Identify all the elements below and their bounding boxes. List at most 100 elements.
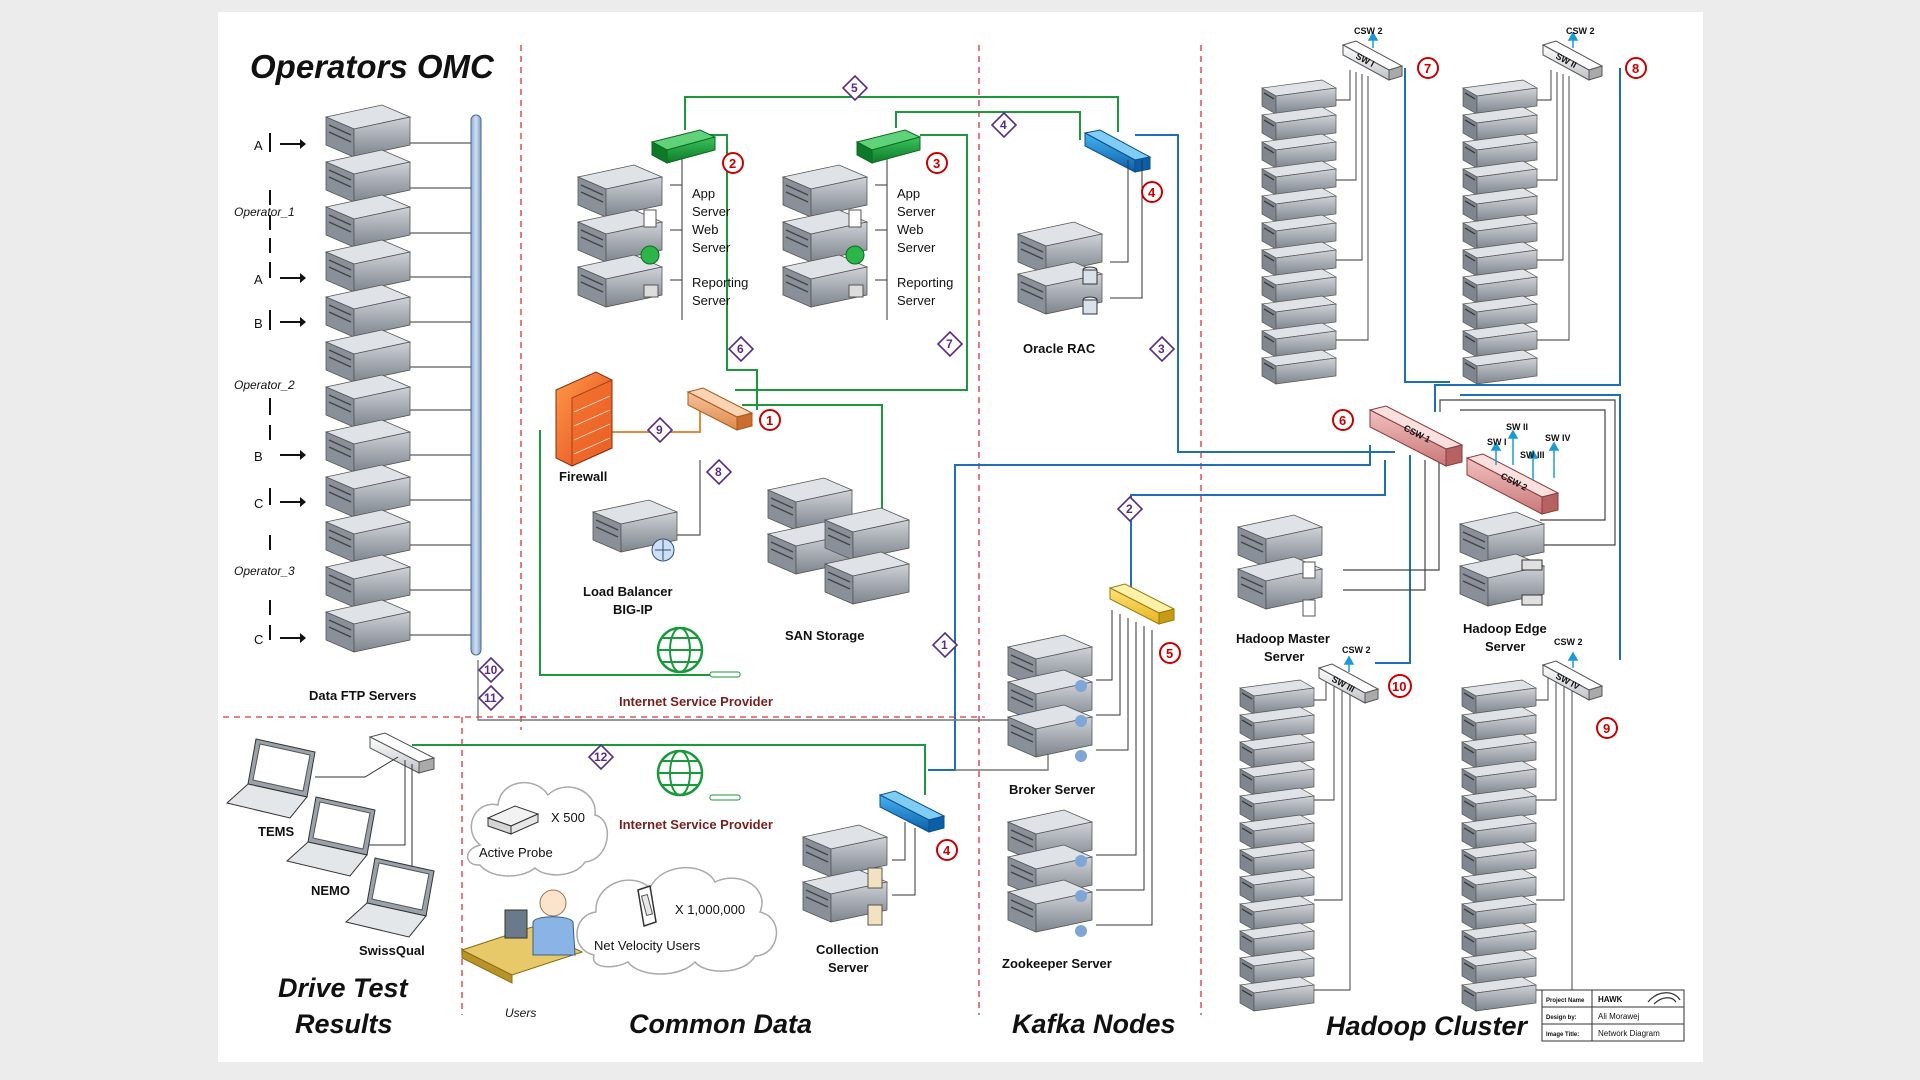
switch-orange-1 [686, 387, 754, 431]
project-name-value: HAWK [1598, 995, 1623, 1004]
badge-3: 3 [933, 156, 940, 171]
switch-yellow-5 [1108, 583, 1176, 625]
laptop-tems-icon [225, 738, 316, 819]
user-desk-icon [460, 889, 584, 984]
port-label-a2: A [254, 272, 263, 287]
link-5: 5 [851, 81, 858, 95]
badge-2: 2 [729, 156, 736, 171]
hadoop-master-label-1: Hadoop Master [1236, 631, 1330, 646]
hadoop-edge-label-1: Hadoop Edge [1463, 621, 1547, 636]
design-by-label: Design by: [1546, 1015, 1577, 1021]
app-label-2: App [897, 186, 920, 201]
hadoop-edge-server [1459, 511, 1545, 607]
reporting-server-label-2: Server [897, 293, 936, 308]
rack-switch-7 [1341, 40, 1404, 81]
load-balancer-server [592, 499, 678, 562]
web-server-label-2: Server [897, 240, 936, 255]
section-dividers [223, 45, 1202, 1015]
operator-1-label: Operator_1 [234, 205, 295, 219]
collection-server-label-2: Server [828, 960, 868, 975]
reporting-label-1: Reporting [692, 275, 748, 290]
title-kafka-nodes: Kafka Nodes [1012, 1009, 1176, 1039]
hadoop-master-server [1237, 514, 1323, 617]
link-4: 4 [1000, 118, 1007, 132]
web-server-label-1: Server [692, 240, 731, 255]
broker-servers [1007, 634, 1093, 762]
san-storage-label: SAN Storage [785, 628, 864, 643]
users-label: Users [505, 1006, 536, 1020]
hadoop-rack-10 [1239, 679, 1315, 1012]
csw2-label-rack8: CSW 2 [1566, 26, 1595, 36]
connections [412, 68, 1621, 795]
title-drive-test-2: Results [295, 1009, 393, 1039]
net-velocity-label: Net Velocity Users [594, 938, 701, 953]
collection-server-label-1: Collection [816, 942, 879, 957]
diagram-page [218, 12, 1703, 1062]
core-sw-ii-label: SW II [1506, 422, 1528, 432]
core-switch-csw2 [1465, 453, 1560, 515]
hadoop-rack-8 [1462, 79, 1538, 385]
laptop-swissqual-icon [344, 857, 435, 938]
core-sw-iv-label: SW IV [1545, 433, 1571, 443]
ftp-bus-links [410, 142, 471, 636]
operator-3-label: Operator_3 [234, 564, 295, 578]
active-probe-label: Active Probe [479, 845, 553, 860]
reporting-label-2: Reporting [897, 275, 953, 290]
net-velocity-cloud [576, 867, 777, 975]
title-common-data: Common Data [629, 1009, 812, 1039]
link-10: 10 [484, 663, 498, 677]
load-balancer-label-2: BIG-IP [613, 602, 653, 617]
port-label-a1: A [254, 138, 263, 153]
image-title-value: Network Diagram [1598, 1029, 1660, 1038]
isp-globe-icon-1 [656, 626, 741, 678]
active-probe-cloud [466, 781, 609, 877]
design-by-value: Ali Morawej [1598, 1012, 1640, 1021]
badge-1: 1 [766, 413, 773, 428]
link-1: 1 [941, 638, 948, 652]
broker-server-label: Broker Server [1009, 782, 1095, 797]
csw2-label-rack10: CSW 2 [1342, 645, 1371, 655]
isp-globe-icon-2 [656, 749, 741, 801]
active-probe-count: X 500 [551, 810, 585, 825]
nemo-label: NEMO [311, 883, 350, 898]
app-server-stack-2 [782, 164, 868, 308]
image-title-label: Image Title: [1546, 1032, 1579, 1038]
drive-test-switch [368, 732, 436, 774]
load-balancer-label-1: Load Balancer [583, 584, 673, 599]
link-12: 12 [594, 750, 608, 764]
hadoop-rack-9 [1461, 679, 1537, 1012]
operator-port-markers [269, 133, 300, 640]
net-velocity-count: X 1,000,000 [675, 902, 745, 917]
switch-blue-4-top [1083, 129, 1152, 173]
rack-switch-9 [1541, 660, 1604, 701]
rack-switch-10 [1317, 663, 1380, 704]
red-badges [722, 57, 1647, 861]
zookeeper-servers [1007, 809, 1093, 937]
core-sw-i-label: SW I [1487, 437, 1507, 447]
app-label-1: App [692, 186, 715, 201]
link-diamonds [477, 74, 1176, 771]
data-ftp-servers-label: Data FTP Servers [309, 688, 416, 703]
badge-10: 10 [1392, 679, 1406, 694]
port-label-b2: B [254, 449, 263, 464]
collection-server [802, 824, 888, 926]
web-label-1: Web [692, 222, 719, 237]
core-switch-csw1 [1368, 405, 1464, 467]
badge-4-top: 4 [1148, 185, 1156, 200]
swissqual-label: SwissQual [359, 943, 425, 958]
zookeeper-server-label: Zookeeper Server [1002, 956, 1112, 971]
app-server-stack-1 [577, 164, 663, 308]
oracle-rac-label: Oracle RAC [1023, 341, 1096, 356]
badge-6: 6 [1339, 413, 1346, 428]
link-3: 3 [1158, 342, 1165, 356]
badge-7: 7 [1424, 61, 1431, 76]
firewall-label: Firewall [559, 469, 607, 484]
port-label-b1: B [254, 316, 263, 331]
project-name-label: Project Name [1546, 998, 1585, 1004]
link-2: 2 [1126, 502, 1133, 516]
badge-5: 5 [1166, 646, 1173, 661]
title-hadoop-cluster: Hadoop Cluster [1326, 1011, 1529, 1041]
core-sw-iii-label: SW III [1520, 450, 1545, 460]
app-server-label-2: Server [897, 204, 936, 219]
